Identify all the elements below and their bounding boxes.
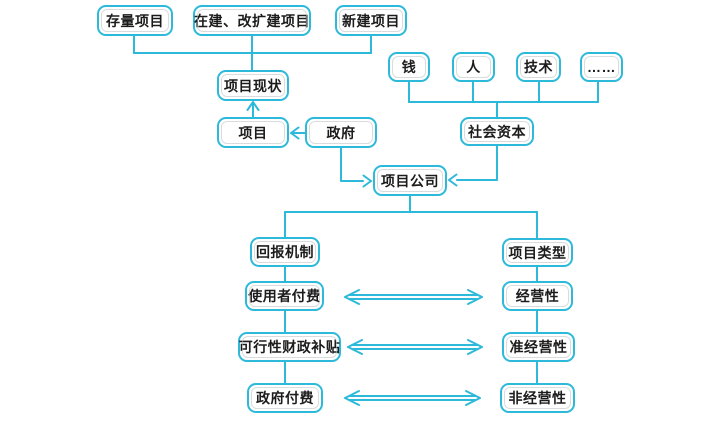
- node-new-projects: 新建项目: [335, 5, 407, 36]
- bus-capital-sources: [408, 81, 599, 118]
- node-return-mechanism: 回报机制: [250, 237, 320, 267]
- arrow-government-to-project: [290, 126, 306, 140]
- node-project-status: 项目现状: [217, 70, 289, 101]
- node-project-type: 项目类型: [502, 238, 573, 267]
- node-government-pays-fee: 政府付费: [247, 383, 323, 413]
- arrow-project-to-project-status: [246, 101, 260, 118]
- node-social-capital: 社会资本: [460, 117, 534, 146]
- bus-project-sources: [133, 35, 372, 71]
- double-arrow-subsidy-quasi-operational: [347, 339, 483, 355]
- double-arrow-government-pays-non-operational: [344, 390, 481, 406]
- double-arrow-user-pays-operational: [344, 289, 483, 305]
- node-non-operational: 非经营性: [500, 383, 575, 413]
- node-operational: 经营性: [502, 281, 573, 311]
- bus-project-company-split: [284, 195, 538, 239]
- node-under-construction-expansion-projects: 在建、改扩建项目: [193, 5, 311, 36]
- node-user-pays-fee: 使用者付费: [245, 281, 324, 311]
- node-ellipsis: ……: [580, 52, 623, 82]
- node-people: 人: [452, 52, 495, 82]
- node-quasi-operational: 准经营性: [502, 332, 575, 362]
- arrow-social-capital-to-project-company: [448, 145, 498, 187]
- node-money: 钱: [388, 52, 430, 82]
- node-viability-fiscal-subsidy: 可行性财政补贴: [238, 332, 341, 362]
- node-government: 政府: [305, 117, 377, 148]
- node-project-company: 项目公司: [373, 165, 447, 196]
- node-technology: 技术: [516, 52, 561, 82]
- arrow-government-to-project-company: [340, 147, 372, 188]
- node-existing-projects: 存量项目: [97, 5, 173, 36]
- node-project: 项目: [217, 117, 289, 148]
